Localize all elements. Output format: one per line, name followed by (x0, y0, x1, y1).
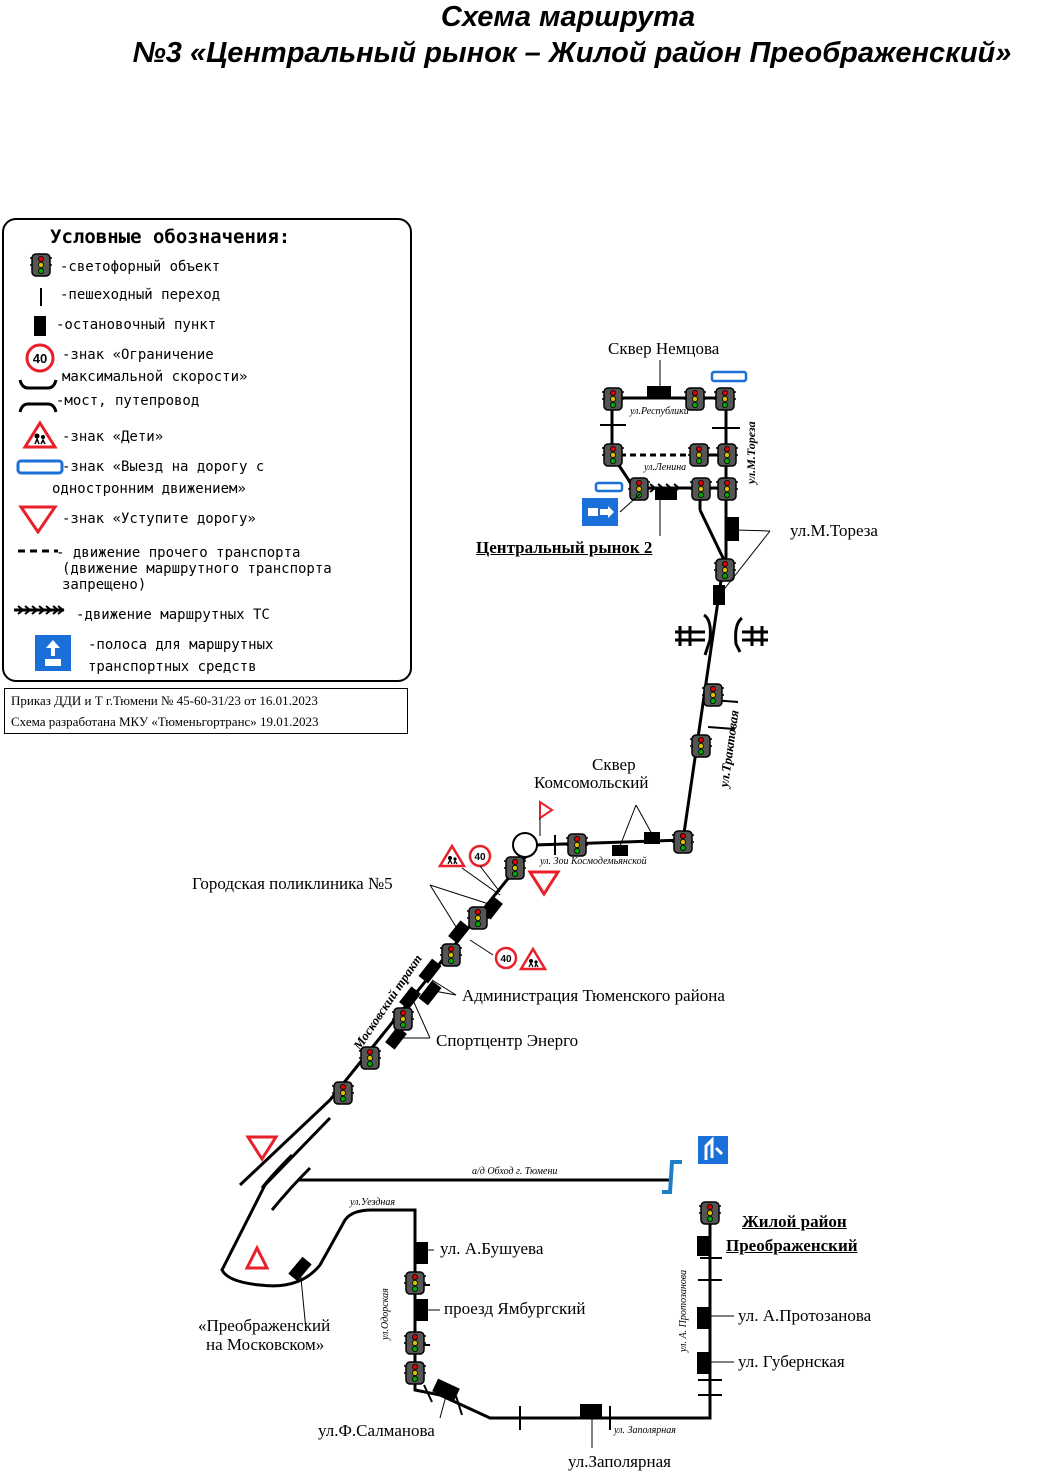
street-label-zapolyarnaya: ул. Заполярная (614, 1425, 676, 1436)
order-line2: Схема разработана МКУ «Тюменьгортранс» 1… (11, 714, 319, 729)
yield-signs (244, 800, 560, 1270)
legend-header: Условные обозначения: (50, 226, 291, 248)
stop-label-protozanova: ул. А.Протозанова (738, 1306, 872, 1325)
stop-label-salmanova: ул.Ф.Салманова (318, 1421, 435, 1440)
speed-limit-text: 40 (33, 351, 47, 366)
stop-label-preobr-moskovsky-2: на Московском» (206, 1335, 325, 1354)
callout-lines (299, 360, 771, 1448)
stop-label-komsomolsky-1: Сквер (592, 755, 636, 774)
legend-children-text: -знак «Дети» (62, 429, 164, 445)
stop-label-preobr-moskovsky-1: «Преображенский (198, 1316, 331, 1335)
bus-lane-sign (662, 1136, 728, 1194)
street-label-odorskaya: ул.Одорская (380, 1288, 391, 1340)
roundabout (512, 832, 538, 858)
route-line-south (220, 1116, 712, 1420)
legend-oneway-text2: одностронним движением» (52, 481, 246, 497)
bus-lane-sign-icon (35, 635, 71, 671)
legend-dashed-text3: запрещено) (62, 577, 147, 593)
legend-speed-text1: -знак «Ограничение (62, 347, 214, 363)
street-label-protozanova: ул. А. Протозанова (678, 1269, 689, 1352)
route-line-main (238, 559, 726, 1187)
stop-label-zapolyarnaya: ул.Заполярная (568, 1452, 671, 1471)
speed-limit-40-icon: 40 (25, 343, 55, 373)
schema-title: Схема маршрута (440, 1, 696, 33)
pedestrian-crossing-icon (40, 288, 42, 306)
stop-label-gubernskaya: ул. Губернская (738, 1352, 845, 1371)
sign-callout-lines (461, 865, 501, 956)
stop-label-poliklinika: Городская поликлиника №5 (192, 874, 393, 893)
dashed-line-icon (18, 549, 58, 553)
stop-label-energo: Спортцентр Энерго (436, 1031, 579, 1050)
legend-speed-text2: максимальной скорости» (62, 369, 248, 385)
legend-stop-text: -остановочный пункт (56, 317, 217, 333)
legend-oneway-text1: -знак «Выезд на дорогу с (62, 459, 265, 475)
street-label-lenina: ул.Ленина (644, 462, 687, 473)
legend-traffic-light-text: -светофорный объект (60, 259, 221, 275)
stop-label-yamburgsky: проезд Ямбургский (444, 1299, 586, 1318)
legend-dashed-text1: - движение прочего транспорта (56, 545, 301, 561)
children-sign-icon (22, 420, 58, 449)
legend-bridge-text: -мост, путепровод (56, 393, 200, 409)
stop-label-terminus-1: Жилой район (742, 1212, 847, 1231)
route-title: №3 «Центральный рынок – Жилой район Прео… (132, 37, 1012, 69)
stop-label-central-market: Центральный рынок 2 (476, 538, 653, 557)
bridge-icon (18, 379, 58, 413)
stop-label-komsomolsky-2: Комсомольский (534, 773, 649, 792)
order-box: Приказ ДДИ и Т г.Тюмени № 45-60-31/23 от… (4, 688, 408, 734)
street-label-uezdnaya: ул.Уездная (350, 1197, 396, 1208)
bus-stops (288, 386, 739, 1418)
stop-label-toreza: ул.М.Тореза (790, 521, 878, 540)
stop-label-bushueva: ул. А.Бушуева (440, 1239, 544, 1258)
legend-yield-text: -знак «Уступите дорогу» (62, 511, 256, 527)
street-label-kosmodemyanskoy: ул. Зои Космодемьянской (540, 856, 647, 867)
legend-route-text: -движение маршрутных ТС (76, 607, 270, 623)
stop-label-administration: Администрация Тюменского района (462, 986, 725, 1005)
legend-lane-text1: -полоса для маршрутных (88, 637, 274, 653)
street-label-obkhod: а/д Обход г. Тюмени (472, 1166, 558, 1177)
bridge-icon (260, 613, 768, 1211)
bus-stop-icon (34, 316, 46, 336)
street-label-respubliki: ул.Республики (630, 406, 689, 417)
one-way-exit-sign-icon (16, 459, 64, 475)
stop-label-terminus-2: Преображенский (726, 1236, 858, 1255)
yield-sign-icon (18, 505, 58, 534)
legend-panel: Условные обозначения: -светофорный объек… (2, 218, 412, 682)
stop-label-nemtsova: Сквер Немцова (608, 339, 720, 358)
street-label-toreza: ул.М.Тореза (744, 421, 758, 484)
order-line1: Приказ ДДИ и Т г.Тюмени № 45-60-31/23 от… (11, 693, 318, 708)
one-way-exit-signs (582, 370, 748, 526)
legend-dashed-text2: (движение маршрутного транспорта (62, 561, 332, 577)
legend-crossing-text: -пешеходный переход (60, 287, 221, 303)
legend-lane-text2: транспортных средств (88, 659, 257, 675)
